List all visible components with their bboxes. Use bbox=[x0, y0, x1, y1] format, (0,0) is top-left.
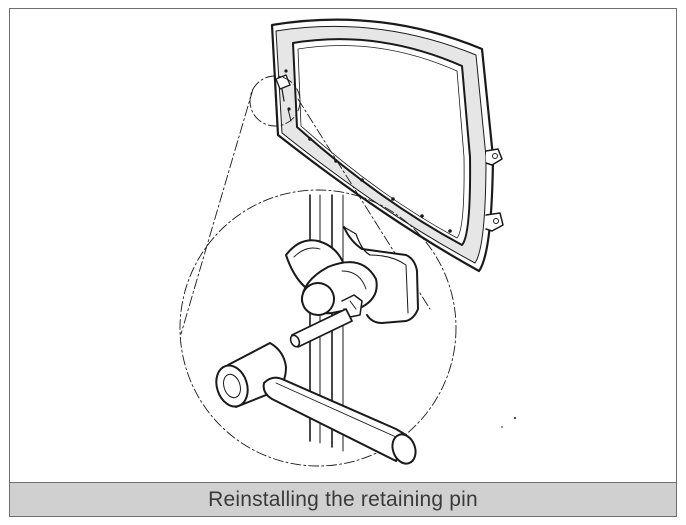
door-frame bbox=[270, 18, 504, 273]
retaining-pin-illustration bbox=[179, 18, 516, 467]
stray-marks bbox=[501, 417, 516, 428]
zoomed-hinge-detail bbox=[215, 194, 419, 465]
caption-bar: Reinstalling the retaining pin bbox=[10, 482, 676, 516]
figure-frame: Reinstalling the retaining pin bbox=[9, 8, 677, 517]
figure-caption: Reinstalling the retaining pin bbox=[208, 487, 478, 511]
